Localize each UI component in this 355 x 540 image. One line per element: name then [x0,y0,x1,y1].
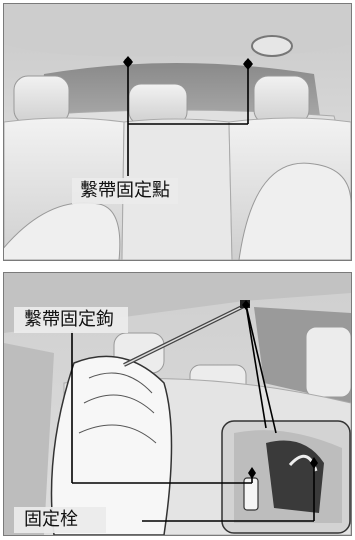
rear-seat-illustration [4,4,351,260]
anchor-pin-icon [243,477,259,511]
headrest-right [253,75,310,125]
bottom-illustration-panel: 繫帶固定鉤 固定栓 [3,272,352,536]
headliner [4,4,351,57]
anchor-pin-label: 固定栓 [14,507,106,533]
tether-point-label: 繫帶固定點 [72,178,178,204]
top-illustration-panel: 繫帶固定點 [3,3,352,261]
tether-hook-label: 繫帶固定鉤 [14,307,128,333]
leader-lines [71,304,315,522]
leader-lines [127,62,249,176]
dome-light [251,35,293,57]
headrest-center [128,83,188,125]
headrest-left [13,75,70,125]
